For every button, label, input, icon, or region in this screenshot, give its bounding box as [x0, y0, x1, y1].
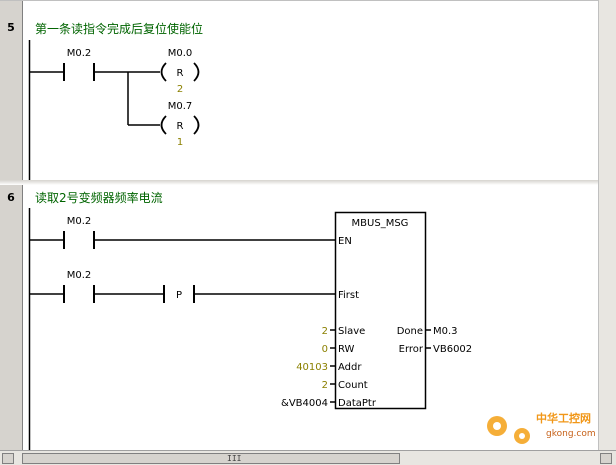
n5-coil1-address: M0.0	[168, 48, 193, 59]
n5-coil1-symbol: R	[177, 68, 184, 79]
ladder-diagram: M0.2 M0.0 R 2 M0.7 R 1 M0.2	[28, 40, 596, 450]
n5-coil-m0-7[interactable]: M0.7 R 1	[160, 101, 200, 148]
pin-addr: Addr	[338, 362, 362, 373]
n6-pulse-label: P	[176, 290, 182, 301]
pin-rw: RW	[338, 344, 355, 355]
pin-first: First	[338, 290, 359, 301]
n6-contact-2[interactable]: M0.2	[30, 270, 95, 303]
scroll-right-button[interactable]	[600, 453, 612, 464]
n5-coil2-address: M0.7	[168, 101, 193, 112]
network-6-rail[interactable]	[0, 185, 23, 450]
pin-error: Error	[399, 344, 424, 355]
n6-pulse-contact[interactable]: P	[163, 285, 195, 303]
n5-contact-m0-2[interactable]: M0.2	[30, 48, 95, 81]
network-6-comment[interactable]: 读取2号变频器频率电流	[35, 191, 163, 205]
pin-count: Count	[338, 380, 368, 391]
n5-coil-m0-0[interactable]: M0.0 R 2	[160, 48, 200, 95]
network-5-number: 5	[7, 21, 15, 34]
network-5-rail[interactable]	[0, 0, 23, 180]
scroll-left-button[interactable]	[2, 453, 14, 464]
operand-slave[interactable]: 2	[322, 326, 328, 337]
watermark-brand: 中华工控网	[536, 411, 591, 425]
n6-contact-1[interactable]: M0.2	[30, 216, 95, 249]
operand-dataptr[interactable]: &VB4004	[281, 398, 328, 409]
mbus-msg-block[interactable]: MBUS_MSG EN First Slave RW Addr Count Da…	[330, 211, 431, 410]
watermark-logo: 中华工控网 gkong.com	[487, 411, 596, 444]
network-6-number: 6	[7, 191, 15, 204]
n5-coil2-count: 1	[177, 137, 183, 148]
pin-slave: Slave	[338, 326, 365, 337]
operand-done[interactable]: M0.3	[433, 326, 458, 337]
watermark-site: gkong.com	[546, 429, 596, 439]
scrollbar-thumb[interactable]: III	[22, 453, 400, 464]
block-title: MBUS_MSG	[352, 218, 409, 229]
horizontal-scrollbar[interactable]: III	[0, 450, 616, 465]
operand-count[interactable]: 2	[322, 380, 328, 391]
n5-contact-label: M0.2	[67, 48, 92, 59]
n5-coil1-count: 2	[177, 84, 183, 95]
n6-contact1-label: M0.2	[67, 216, 92, 227]
top-border	[0, 0, 598, 1]
scrollbar-grip: III	[227, 454, 242, 463]
gear-icon	[487, 416, 530, 444]
operand-error[interactable]: VB6002	[433, 344, 472, 355]
vertical-scrollbar[interactable]	[598, 0, 616, 450]
pin-en: EN	[338, 236, 352, 247]
n5-coil2-symbol: R	[177, 121, 184, 132]
network-separator	[0, 180, 598, 185]
pin-done: Done	[397, 326, 423, 337]
pin-dataptr: DataPtr	[338, 398, 377, 409]
n6-contact2-label: M0.2	[67, 270, 92, 281]
network-5-comment[interactable]: 第一条读指令完成后复位使能位	[35, 22, 204, 36]
operand-addr[interactable]: 40103	[296, 362, 328, 373]
operand-rw[interactable]: 0	[322, 344, 328, 355]
